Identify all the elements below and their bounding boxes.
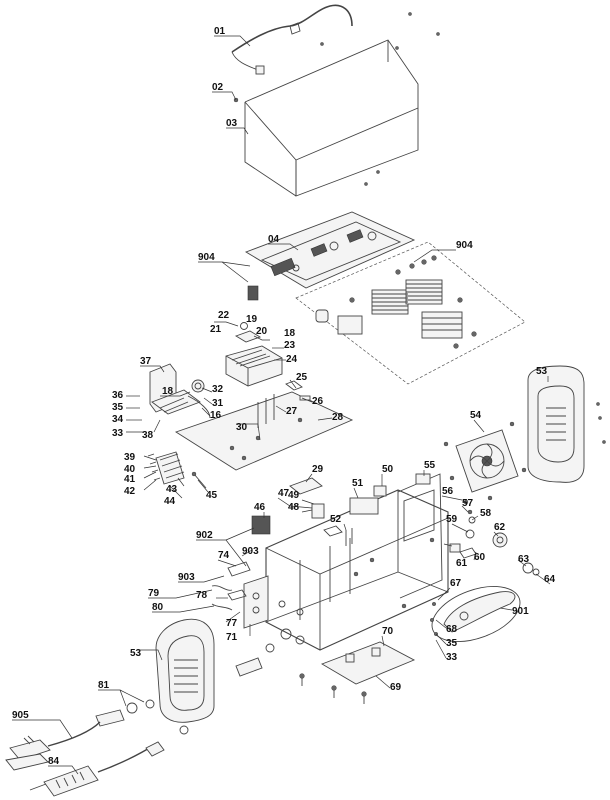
base-plate-part-28 bbox=[174, 380, 354, 471]
label-57: 57 bbox=[462, 498, 474, 509]
label-74: 74 bbox=[218, 550, 230, 561]
label-70: 70 bbox=[382, 626, 394, 637]
label-42: 42 bbox=[124, 486, 136, 497]
label-28: 28 bbox=[332, 412, 344, 423]
label-60: 60 bbox=[474, 552, 486, 563]
label-67: 67 bbox=[450, 578, 462, 589]
label-36: 36 bbox=[112, 390, 124, 401]
front-panel-part-53 bbox=[155, 618, 215, 723]
fan-part-54 bbox=[443, 421, 527, 501]
handle-assembly-part-901 bbox=[430, 586, 521, 642]
label-79: 79 bbox=[148, 588, 160, 599]
label-40: 40 bbox=[124, 464, 136, 475]
leader-lines bbox=[12, 35, 551, 775]
label-04: 04 bbox=[268, 234, 280, 245]
label-26: 26 bbox=[312, 396, 324, 407]
label-33-left: 33 bbox=[112, 428, 124, 439]
cover-housing-part-03 bbox=[233, 12, 440, 197]
label-44: 44 bbox=[164, 496, 176, 507]
earth-clamp-part-905 bbox=[5, 721, 101, 771]
label-34: 34 bbox=[112, 414, 124, 425]
label-31: 31 bbox=[212, 398, 224, 409]
label-51: 51 bbox=[352, 478, 364, 489]
internal-components-part-46-52 bbox=[251, 473, 431, 546]
label-18-mid: 18 bbox=[162, 386, 174, 397]
label-54: 54 bbox=[470, 410, 482, 421]
label-20: 20 bbox=[256, 326, 268, 337]
label-22: 22 bbox=[218, 310, 230, 321]
label-902: 902 bbox=[196, 530, 213, 541]
label-45: 45 bbox=[206, 490, 218, 501]
label-50: 50 bbox=[382, 464, 394, 475]
label-30: 30 bbox=[236, 422, 248, 433]
label-80: 80 bbox=[152, 602, 164, 613]
front-controls-part-56-64 bbox=[449, 499, 540, 576]
label-903-left: 903 bbox=[178, 572, 195, 583]
main-pcb-part-04 bbox=[244, 211, 416, 301]
label-32: 32 bbox=[212, 384, 224, 395]
label-904-left: 904 bbox=[198, 252, 215, 263]
front-panel-components-part-71-80 bbox=[211, 561, 275, 677]
label-901: 901 bbox=[512, 606, 529, 617]
label-19: 19 bbox=[246, 314, 258, 325]
label-35-right: 35 bbox=[446, 638, 458, 649]
label-904-right: 904 bbox=[456, 240, 473, 251]
label-03: 03 bbox=[226, 118, 238, 129]
label-59: 59 bbox=[446, 514, 458, 525]
label-23: 23 bbox=[284, 340, 296, 351]
label-81: 81 bbox=[98, 680, 110, 691]
label-27: 27 bbox=[286, 406, 298, 417]
bottom-parts-part-69 bbox=[299, 641, 416, 704]
label-53-right: 53 bbox=[536, 366, 548, 377]
label-49: 49 bbox=[288, 490, 300, 501]
label-46: 46 bbox=[254, 502, 266, 513]
label-52: 52 bbox=[330, 514, 342, 525]
label-905: 905 bbox=[12, 710, 29, 721]
label-33-right: 33 bbox=[446, 652, 458, 663]
label-62: 62 bbox=[494, 522, 506, 533]
label-55: 55 bbox=[424, 460, 436, 471]
label-01: 01 bbox=[214, 26, 226, 37]
label-24: 24 bbox=[286, 354, 298, 365]
label-69: 69 bbox=[390, 682, 402, 693]
electrode-holder-part-84 bbox=[29, 741, 165, 797]
transformer-part-24 bbox=[225, 322, 283, 387]
label-58: 58 bbox=[480, 508, 492, 519]
label-63: 63 bbox=[518, 554, 530, 565]
label-35-left: 35 bbox=[112, 402, 124, 413]
rear-panel-part-53 bbox=[527, 365, 606, 483]
heatsink-assembly-part-904 bbox=[295, 241, 526, 385]
label-25: 25 bbox=[296, 372, 308, 383]
label-61: 61 bbox=[456, 558, 468, 569]
label-78: 78 bbox=[196, 590, 208, 601]
label-71: 71 bbox=[226, 632, 238, 643]
label-18-top: 18 bbox=[284, 328, 296, 339]
label-39: 39 bbox=[124, 452, 136, 463]
label-903-right: 903 bbox=[242, 546, 259, 557]
label-56: 56 bbox=[442, 486, 454, 497]
chassis-frame-part-70 bbox=[265, 473, 449, 651]
label-29: 29 bbox=[312, 464, 324, 475]
label-64: 64 bbox=[544, 574, 556, 585]
coil-part-43 bbox=[147, 451, 207, 489]
label-84: 84 bbox=[48, 756, 60, 767]
label-68: 68 bbox=[446, 624, 458, 635]
label-53-left: 53 bbox=[130, 648, 142, 659]
label-41: 41 bbox=[124, 474, 136, 485]
label-37: 37 bbox=[140, 356, 152, 367]
label-38: 38 bbox=[142, 430, 154, 441]
label-21: 21 bbox=[210, 324, 222, 335]
cable-harness-part-01 bbox=[231, 4, 353, 75]
label-77: 77 bbox=[226, 618, 238, 629]
part-number-labels: 01 02 03 04 904 904 22 19 21 20 18 23 24… bbox=[12, 26, 556, 767]
label-48: 48 bbox=[288, 502, 300, 513]
small-board-part-29 bbox=[289, 477, 323, 495]
label-16: 16 bbox=[210, 410, 222, 421]
label-43: 43 bbox=[166, 484, 178, 495]
label-47: 47 bbox=[278, 488, 290, 499]
label-02: 02 bbox=[212, 82, 224, 93]
inductor-part-38 bbox=[149, 363, 211, 419]
